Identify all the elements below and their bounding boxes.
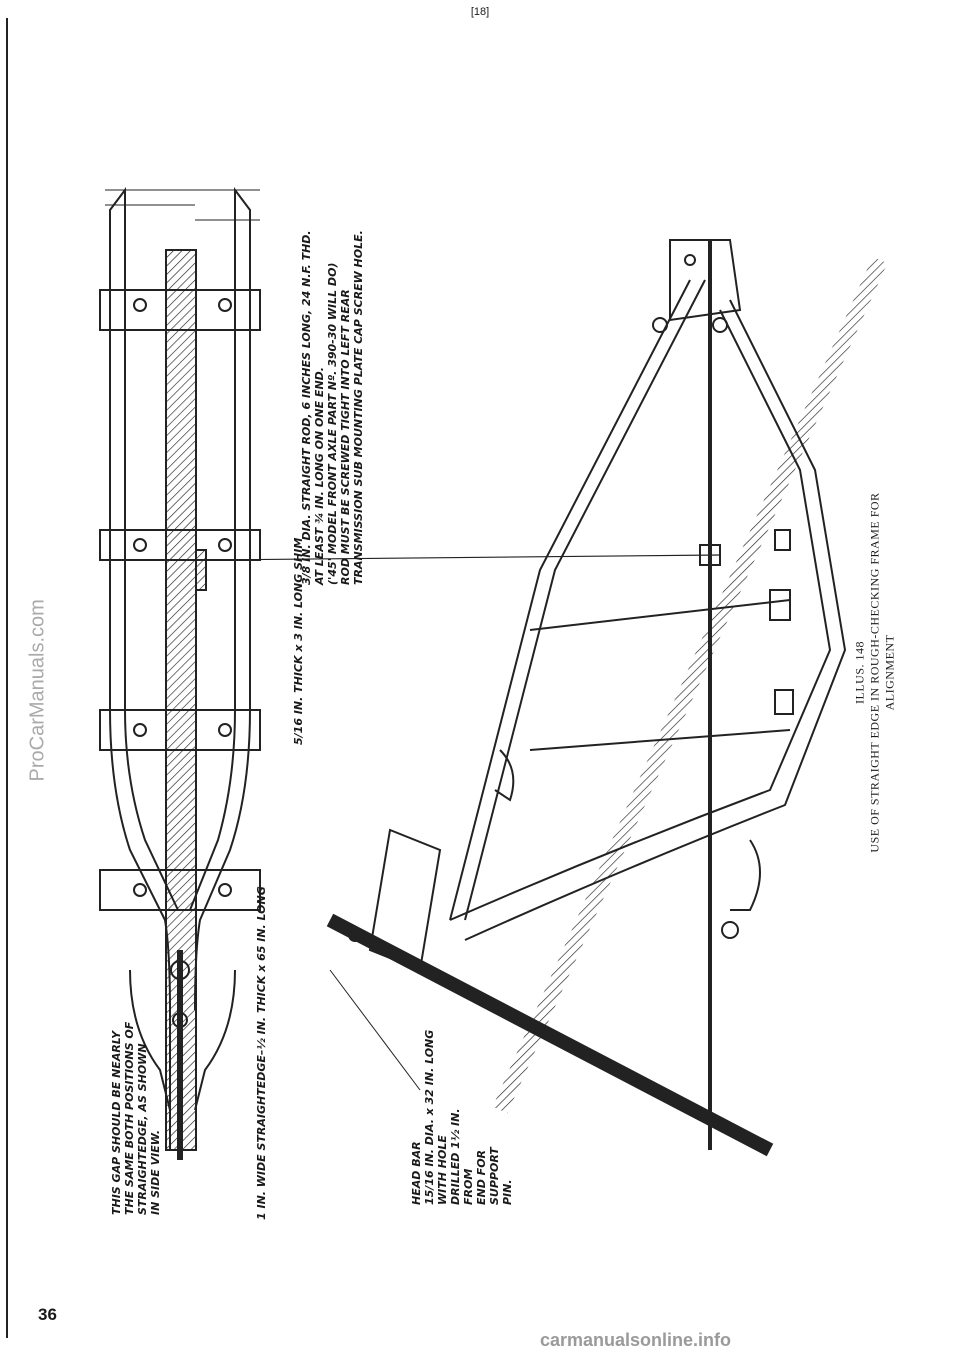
left-margin-rule <box>6 18 8 1338</box>
frame-top-view <box>99 187 261 1160</box>
page-header: [18] <box>470 6 490 18</box>
note-gap: THIS GAP SHOULD BE NEARLY THE SAME BOTH … <box>110 1021 162 1215</box>
figure-caption-text: ILLUS. 148 USE OF STRAIGHT EDGE IN ROUGH… <box>853 473 898 873</box>
note-head-bar: HEAD BAR 15/16 IN. DIA. x 32 IN. LONG WI… <box>410 1029 514 1205</box>
shim <box>195 549 207 591</box>
watermark-left-text: ProCarManuals.com <box>26 599 49 782</box>
watermark-bottom: carmanualsonline.info <box>540 1330 732 1350</box>
figure-caption: ILLUS. 148 USE OF STRAIGHT EDGE IN ROUGH… <box>845 480 905 880</box>
frame-alignment-drawing <box>99 187 888 1160</box>
note-rod: 3/8 IN. DIA. STRAIGHT ROD, 6 INCHES LONG… <box>300 230 365 585</box>
caption-title: USE OF STRAIGHT EDGE IN ROUGH-CHECKING F… <box>867 492 897 853</box>
frame-side-view <box>209 239 888 1157</box>
straightedge-side-view <box>492 256 888 1114</box>
caption-illus-number: ILLUS. 148 <box>852 641 867 704</box>
watermark-left: ProCarManuals.com <box>8 570 68 781</box>
note-straightedge: 1 IN. WIDE STRAIGHTEDGE–½ IN. THICK x 65… <box>255 886 268 1220</box>
page-number: 36 <box>38 1305 57 1324</box>
